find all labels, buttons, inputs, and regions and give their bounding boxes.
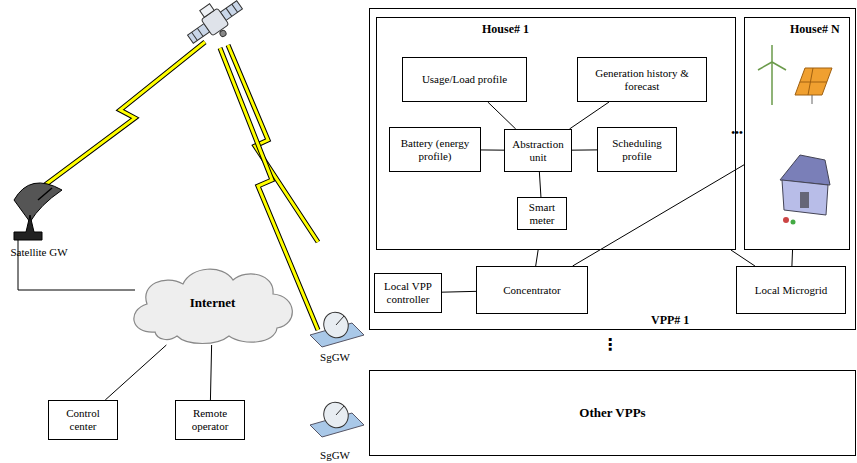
connector-line [536,250,538,266]
connector-line [481,149,504,150]
gateway-dish [310,398,364,437]
gateway-label: SgGW [315,449,355,461]
connector-line [539,172,541,197]
house-frame: House# 1 Usage/Load profile Generation his… [376,17,736,250]
process-box: Battery (energy profile) [389,127,481,172]
connector-line [791,250,793,266]
process-box: Smart meter [517,197,567,230]
process-box: Concentrator [476,266,588,314]
box-label: Local VPP controller [379,280,437,305]
solar-panel-icon [795,68,832,104]
box-label: Control center [53,407,113,432]
connector-line [442,291,476,293]
house-icon [780,155,830,225]
gateway-label: SgGW [315,351,355,363]
process-box: Abstraction unit [504,129,572,172]
group-title: House# N [790,22,840,37]
box-label: Other VPPs [579,406,645,421]
connector-line [488,102,516,129]
group-title: House# 1 [482,22,529,37]
wind-turbine-icon [758,45,786,105]
box-label: Usage/Load profile [422,73,507,86]
ellipsis-mark: ••• [722,126,752,138]
gateway-dish [310,308,364,347]
box-label: Internet [190,296,236,311]
connector-line [210,345,211,400]
cloud-shape: Internet [125,262,300,345]
connector-line [572,149,597,150]
box-label: Remote operator [180,407,240,432]
vpp-box: Other VPPs [369,370,856,456]
gateway-label: Satellite GW [8,246,70,258]
process-box: Local Microgrid [736,266,846,314]
process-box: Remote operator [175,400,245,440]
box-label: Abstraction unit [509,138,567,163]
box-label: Local Microgrid [755,284,827,297]
connector-line [569,102,609,129]
box-label: Smart meter [522,201,562,226]
ellipsis-mark: ⋮ [600,337,620,353]
connector-line [573,165,744,266]
connector-line [105,345,166,400]
box-label: Concentrator [503,284,560,297]
process-box: Generation history & forecast [577,57,707,102]
process-box: Control center [48,400,118,440]
box-label: Generation history & forecast [582,67,702,92]
box-label: Scheduling profile [602,137,672,162]
process-box: Usage/Load profile [402,57,527,102]
satellite-dish [14,183,135,290]
process-box: Local VPP controller [374,273,442,313]
box-label: Battery (energy profile) [394,137,476,162]
group-title: VPP# 1 [651,313,689,328]
vpp-frame: VPP# 1 House# 1 Usage/Load profile Generati… [369,8,856,330]
house-frame: House# N [744,17,850,250]
satellite-icon [180,0,249,53]
connector-line [731,250,755,266]
process-box: Scheduling profile [597,127,677,172]
